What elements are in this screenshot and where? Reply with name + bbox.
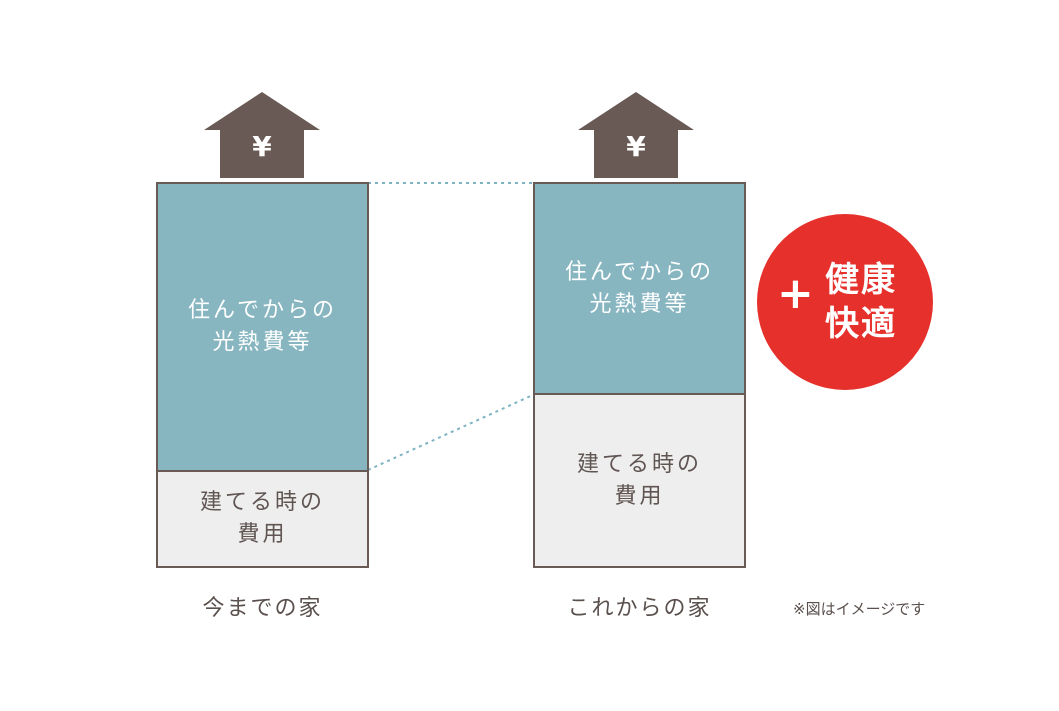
right-build-cost-line1: 建てる時の bbox=[576, 451, 702, 477]
health-comfort-badge: + 健康 快適 bbox=[757, 214, 933, 390]
left-build-cost-block: 建てる時の 費用 bbox=[156, 470, 369, 568]
left-build-cost-line1: 建てる時の bbox=[199, 490, 325, 515]
right-yen-symbol: ¥ bbox=[626, 130, 646, 163]
right-running-cost-line1: 住んでからの bbox=[565, 259, 714, 285]
right-house-caption: これからの家 bbox=[567, 596, 712, 621]
right-running-cost-block: 住んでからの 光熱費等 bbox=[533, 182, 746, 395]
bottom-connector-line bbox=[367, 393, 536, 471]
left-running-cost-line2: 光熱費等 bbox=[212, 330, 313, 355]
left-house-icon: ¥ bbox=[204, 92, 320, 178]
left-running-cost-block: 住んでからの 光熱費等 bbox=[156, 182, 369, 472]
left-build-cost-line2: 費用 bbox=[237, 522, 288, 547]
right-house-icon: ¥ bbox=[578, 92, 694, 178]
image-note: ※図はイメージです bbox=[793, 600, 926, 618]
left-running-cost-line1: 住んでからの bbox=[188, 298, 337, 323]
left-yen-symbol: ¥ bbox=[252, 130, 272, 163]
right-build-cost-line2: 費用 bbox=[614, 483, 665, 509]
left-house-caption: 今までの家 bbox=[202, 596, 323, 621]
right-running-cost-line2: 光熱費等 bbox=[589, 291, 690, 317]
plus-icon: + bbox=[777, 268, 814, 319]
badge-line1: 健康 bbox=[825, 260, 897, 300]
right-build-cost-block: 建てる時の 費用 bbox=[533, 393, 746, 568]
badge-line2: 快適 bbox=[825, 304, 897, 344]
